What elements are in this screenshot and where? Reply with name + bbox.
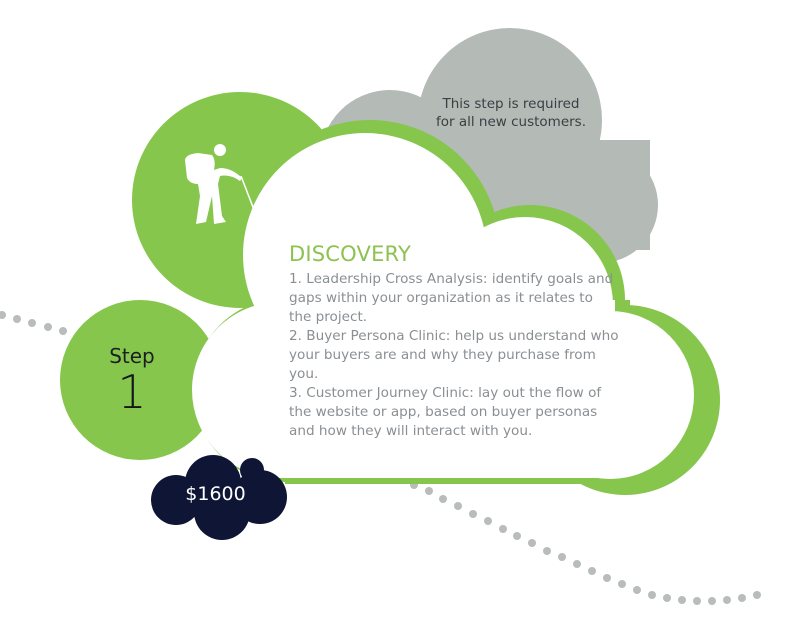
path-dot	[588, 567, 596, 575]
path-dot	[439, 495, 447, 503]
required-note: This step is required for all new custom…	[425, 95, 597, 131]
white-cloud	[192, 133, 694, 479]
hiker-icon	[185, 144, 257, 224]
path-dot	[678, 596, 686, 604]
path-dot	[603, 574, 611, 582]
note-line-1: This step is required	[442, 96, 580, 112]
path-dot	[573, 560, 581, 568]
path-dot	[618, 580, 626, 588]
green-circle-step	[60, 300, 220, 460]
note-line-2: for all new customers.	[435, 114, 586, 130]
dotted-path-left	[0, 311, 82, 340]
path-dot	[633, 586, 641, 594]
path-dot	[543, 547, 551, 555]
path-dot	[528, 539, 536, 547]
path-dot	[708, 597, 716, 605]
path-dot	[513, 532, 521, 540]
path-dot	[723, 596, 731, 604]
price-value: $1600	[185, 483, 246, 505]
dotted-path-right	[410, 481, 761, 605]
step-number: 1	[117, 365, 147, 419]
path-dot	[454, 502, 462, 510]
path-dot	[499, 525, 507, 533]
path-dot	[469, 510, 477, 518]
item-2: 2. Buyer Persona Clinic: help us underst…	[289, 328, 619, 382]
item-1: 1. Leadership Cross Analysis: identify g…	[289, 271, 614, 325]
path-dot	[558, 553, 566, 561]
section-body: 1. Leadership Cross Analysis: identify g…	[289, 270, 619, 441]
path-dot	[738, 594, 746, 602]
path-dot	[753, 591, 761, 599]
path-dot	[425, 487, 433, 495]
item-3: 3. Customer Journey Clinic: lay out the …	[289, 385, 602, 439]
section-title: DISCOVERY	[289, 242, 412, 266]
path-dot	[648, 591, 656, 599]
path-dot	[484, 517, 492, 525]
price-cloud	[151, 455, 287, 540]
path-dot	[663, 594, 671, 602]
step-label: Step	[109, 344, 155, 368]
path-dot	[693, 597, 701, 605]
